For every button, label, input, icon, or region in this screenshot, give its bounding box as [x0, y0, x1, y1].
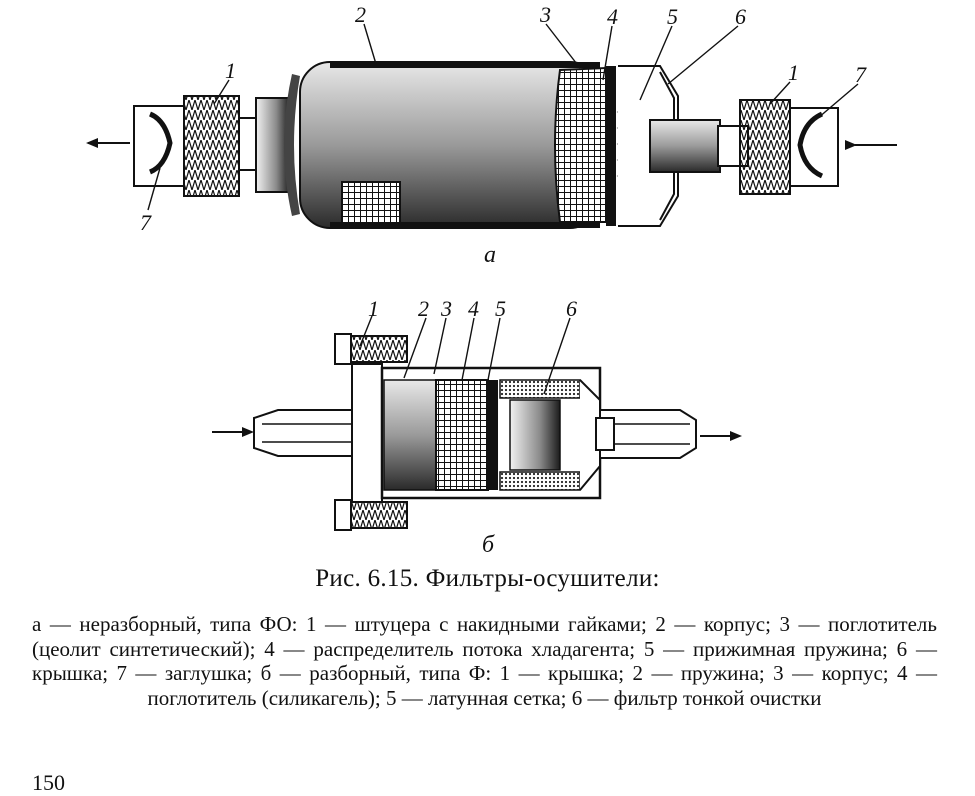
label-a-7-left: 7	[140, 210, 152, 235]
panel-a-drawing: 1 2 3 4 5 6 1 7 7 а	[86, 2, 897, 268]
left-fitting	[133, 95, 291, 197]
panel-a-letter: а	[484, 242, 496, 268]
panel-b-drawing: 1 2 3 4 5 6 б	[212, 296, 742, 558]
label-b-5: 5	[495, 296, 506, 321]
label-a-1-left: 1	[225, 58, 236, 83]
panel-a-labels: 1 2 3 4 5 6 1 7 7 а	[140, 2, 867, 268]
flow-arrow-in	[212, 427, 254, 437]
inlet-fitting	[253, 409, 353, 457]
label-a-1-right: 1	[788, 60, 799, 85]
right-fitting	[649, 99, 839, 195]
panel-b-leaders	[359, 315, 571, 395]
filter-body-a	[284, 61, 679, 229]
page-number: 150	[32, 770, 65, 795]
label-b-4: 4	[468, 296, 479, 321]
figure-caption-body: а — неразборный, типа ФО: 1 — штуцера с …	[32, 612, 937, 710]
label-b-1: 1	[368, 296, 379, 321]
flow-arrow-out	[700, 431, 742, 441]
housing-b	[380, 366, 602, 500]
label-a-4: 4	[607, 4, 618, 29]
label-a-3: 3	[539, 2, 551, 27]
panel-b-letter: б	[482, 532, 495, 558]
label-a-6: 6	[735, 4, 746, 29]
label-b-6: 6	[566, 296, 577, 321]
label-a-5: 5	[667, 4, 678, 29]
panel-b-labels: 1 2 3 4 5 6 б	[368, 296, 577, 558]
flow-arrow-right	[845, 140, 897, 150]
panel-a-leaders	[147, 23, 859, 211]
flow-arrow-left	[86, 138, 130, 148]
label-b-2: 2	[418, 296, 429, 321]
figure-caption-title: Рис. 6.15. Фильтры-осушители:	[315, 565, 660, 592]
label-a-7-right: 7	[855, 62, 867, 87]
label-b-3: 3	[440, 296, 452, 321]
label-a-2: 2	[355, 2, 366, 27]
outlet-fitting	[595, 409, 697, 459]
